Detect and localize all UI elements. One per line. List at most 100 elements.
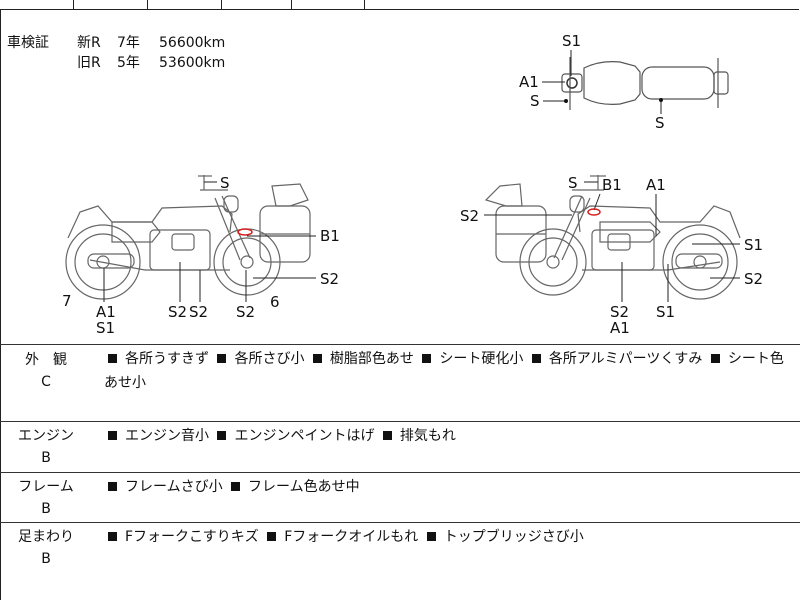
section-frame: フレーム B フレームさび小 フレーム色あせ中	[0, 473, 800, 522]
label-S2: S2	[236, 303, 255, 321]
inspection-row-old: 旧R 5年 53600km	[77, 53, 225, 73]
item: 各所うすきず	[125, 351, 209, 367]
label-S: S	[568, 174, 578, 192]
top-table-edge	[0, 0, 800, 10]
bullet-icon	[531, 354, 541, 363]
gen: 旧R	[77, 55, 101, 71]
item: 排気もれ	[399, 428, 456, 444]
section-suspension: 足まわり B Fフォークこすりキズ Fフォークオイルもれ トップブリッジさび小	[0, 523, 800, 600]
label-7: 7	[62, 292, 72, 310]
bullet-icon	[426, 532, 436, 541]
years: 7年	[117, 35, 140, 51]
bullet-icon	[108, 431, 117, 440]
divider	[0, 522, 800, 523]
left-view-labels: S B1 S2 7 A1 S1 S2 S2 S2 6	[62, 174, 340, 337]
label-S2: S2	[320, 270, 339, 288]
motorcycle-top-view	[561, 57, 729, 110]
item: Fフォークオイルもれ	[284, 529, 419, 545]
section-title: フレーム	[18, 479, 74, 495]
label-S: S	[530, 92, 540, 110]
damage-mark	[587, 208, 601, 216]
label-S2: S2	[744, 270, 763, 288]
top-view-labels: S1 A1 S S	[519, 32, 665, 132]
bullet-icon	[108, 482, 117, 491]
divider	[0, 472, 800, 473]
section-items: Fフォークこすりキズ Fフォークオイルもれ トップブリッジさび小	[104, 525, 790, 549]
damage-diagram: S1 A1 S S S B1 S2 7 A1 S1	[62, 32, 763, 337]
years: 5年	[117, 55, 140, 71]
inspection-row-new: 新R 7年 56600km	[77, 33, 225, 53]
bullet-icon	[231, 482, 241, 491]
bullet-icon	[108, 354, 117, 363]
label-S2: S2	[460, 207, 479, 225]
label-S2: S2	[168, 303, 187, 321]
item: 樹脂部色あせ	[329, 351, 414, 367]
label-6: 6	[270, 293, 280, 311]
top-cell	[292, 0, 365, 10]
label-S2: S2	[189, 303, 208, 321]
section-items: 各所うすきず 各所さび小 樹脂部色あせ シート硬化小 各所アルミパーツくすみ シ…	[104, 347, 790, 395]
section-title: 外 観	[25, 352, 67, 368]
label-S: S	[655, 114, 665, 132]
top-cell	[74, 0, 148, 10]
bullet-icon	[108, 532, 117, 541]
label-S1: S1	[96, 319, 115, 337]
label-S2: S2	[610, 303, 629, 321]
sheet-frame	[0, 10, 800, 600]
section-heading: フレーム B	[0, 476, 92, 520]
label-A1: A1	[610, 319, 630, 337]
bullet-icon	[312, 354, 322, 363]
item: フレーム色あせ中	[248, 479, 360, 495]
section-heading: 足まわり B	[0, 526, 92, 570]
section-grade: B	[41, 450, 51, 466]
top-cell	[148, 0, 222, 10]
section-heading: 外 観 C	[0, 349, 92, 393]
item: 各所アルミパーツくすみ	[548, 351, 703, 367]
section-engine: エンジン B エンジン音小 エンジンペイントはげ 排気もれ	[0, 422, 800, 472]
section-items: フレームさび小 フレーム色あせ中	[104, 475, 790, 499]
item: シート硬化小	[439, 351, 524, 367]
mileage: 56600km	[159, 35, 226, 51]
label-S1: S1	[744, 236, 763, 254]
top-cell	[365, 0, 799, 10]
section-grade: C	[41, 374, 51, 390]
bullet-icon	[710, 354, 720, 363]
label-S1: S1	[562, 32, 581, 50]
section-grade: B	[41, 551, 51, 567]
section-grade: B	[41, 501, 51, 517]
label-S1: S1	[656, 303, 675, 321]
item: シート色あせ小	[104, 351, 784, 391]
label-A1: A1	[646, 176, 666, 194]
bullet-icon	[217, 354, 227, 363]
motorcycle-left-view	[65, 175, 311, 300]
section-items: エンジン音小 エンジンペイントはげ 排気もれ	[104, 424, 790, 448]
label-S: S	[220, 174, 230, 192]
item: トップブリッジさび小	[443, 529, 584, 545]
section-exterior: 外 観 C 各所うすきず 各所さび小 樹脂部色あせ シート硬化小 各所アルミパー…	[0, 345, 800, 421]
label-B1: B1	[602, 176, 622, 194]
item: エンジンペイントはげ	[234, 428, 375, 444]
divider	[0, 421, 800, 422]
damage-mark	[237, 228, 253, 236]
item: 各所さび小	[234, 351, 305, 367]
divider	[0, 344, 800, 345]
item: フレームさび小	[125, 479, 223, 495]
inspection-label: 車検証	[7, 35, 49, 51]
item: Fフォークこすりキズ	[125, 529, 259, 545]
bullet-icon	[382, 431, 392, 440]
item: エンジン音小	[125, 428, 209, 444]
section-title: 足まわり	[18, 529, 74, 545]
bullet-icon	[267, 532, 277, 541]
label-A1: A1	[96, 303, 116, 321]
mileage: 53600km	[159, 55, 226, 71]
bullet-icon	[217, 431, 227, 440]
label-A1: A1	[519, 73, 539, 91]
section-title: エンジン	[18, 428, 74, 444]
label-B1: B1	[320, 227, 340, 245]
right-view-labels: S B1 A1 S2 S1 S2 S2 A1 S1	[460, 174, 763, 337]
bullet-icon	[422, 354, 432, 363]
section-heading: エンジン B	[0, 425, 92, 469]
gen: 新R	[77, 35, 101, 51]
top-cell	[222, 0, 292, 10]
top-cell	[0, 0, 74, 10]
